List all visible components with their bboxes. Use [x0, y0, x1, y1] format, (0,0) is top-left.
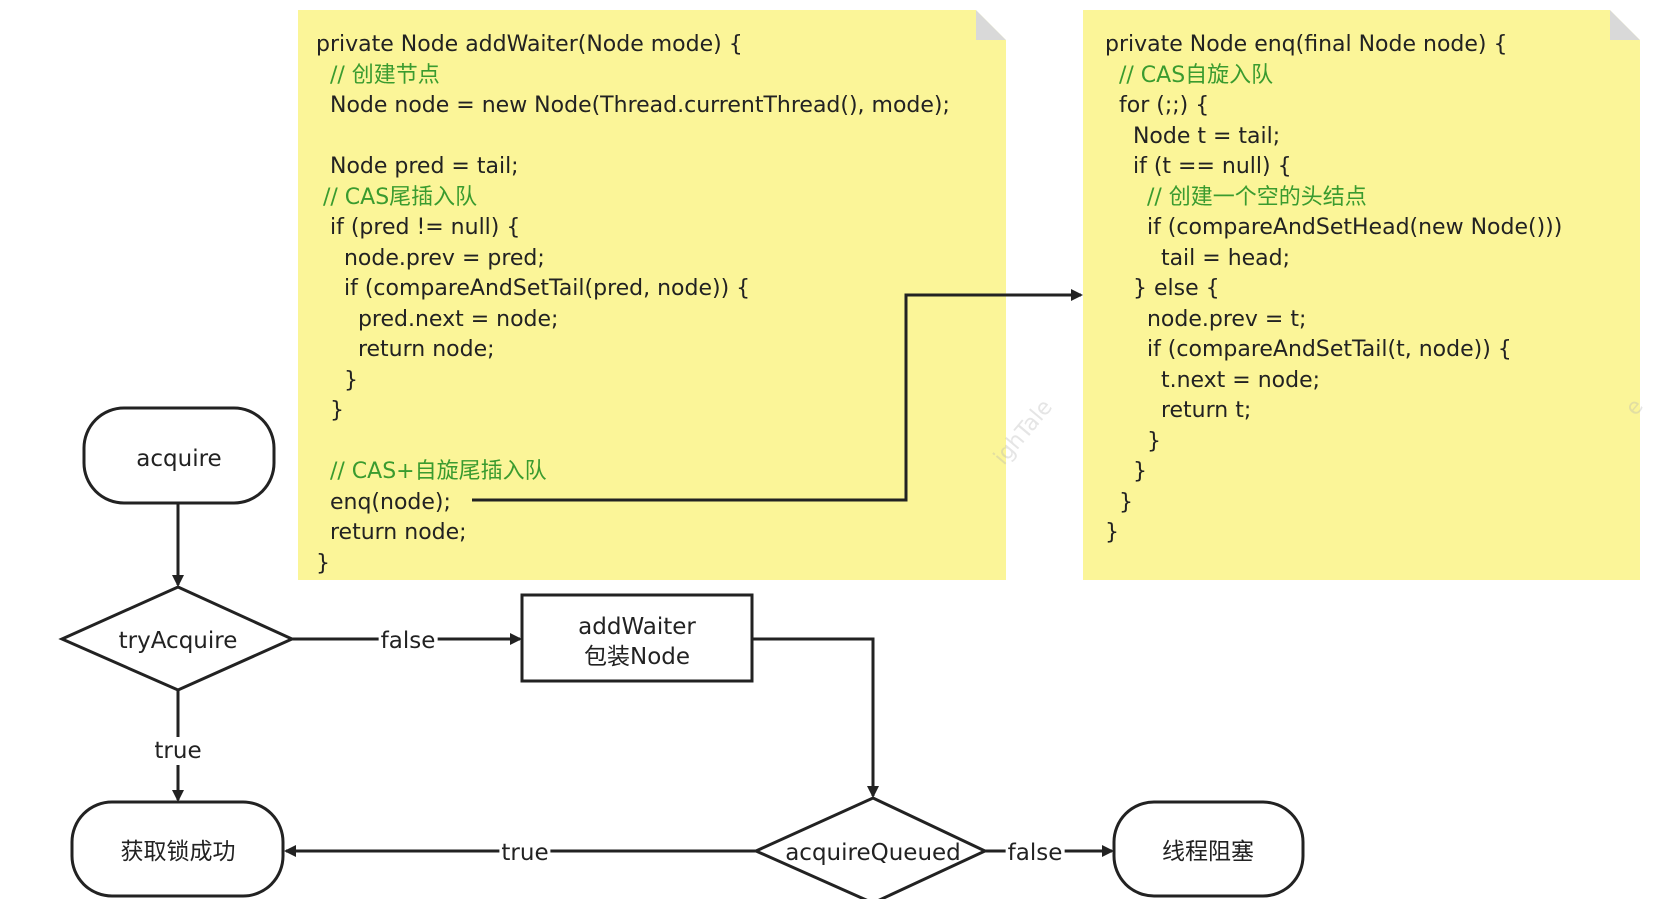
- code-line: if (compareAndSetHead(new Node())): [1105, 215, 1563, 240]
- note-fold-corner: [1610, 10, 1640, 40]
- code-line: node.prev = t;: [1105, 306, 1307, 332]
- note-fold-corner: [976, 10, 1006, 40]
- code-line: }: [316, 550, 330, 576]
- code-note-addwaiter: private Node addWaiter(Node mode) { // 创…: [298, 10, 1006, 580]
- addwaiter-label-line1: addWaiter: [578, 614, 696, 640]
- addwaiter-label-line2: 包装Node: [583, 644, 691, 670]
- edge-label-false-tryacquire: false: [378, 627, 438, 655]
- code-line: Node t = tail;: [1105, 123, 1281, 149]
- code-line: if (pred != null) {: [316, 215, 521, 240]
- code-line: private Node addWaiter(Node mode) {: [316, 32, 743, 57]
- edge-enq-call: [472, 289, 1083, 502]
- edge-addwaiter-acquirequeued: [752, 637, 879, 798]
- code-line: tail = head;: [1105, 245, 1291, 271]
- edge-label-true-tryacquire: true: [152, 737, 204, 765]
- tryacquire-label: tryAcquire: [118, 628, 238, 654]
- code-line: }: [316, 398, 344, 423]
- code-line: enq(node);: [316, 489, 451, 515]
- code-line: return t;: [1105, 398, 1252, 423]
- success-label: 获取锁成功: [120, 839, 236, 865]
- code-line: if (t == null) {: [1105, 154, 1292, 179]
- code-line: } else {: [1105, 276, 1220, 301]
- blocked-label: 线程阻塞: [1162, 839, 1254, 865]
- code-line: pred.next = node;: [316, 306, 559, 332]
- code-line: }: [1105, 459, 1147, 484]
- code-line: for (;;) {: [1105, 93, 1210, 118]
- code-line: node.prev = pred;: [316, 245, 545, 271]
- code-line: // 创建一个空的头结点: [1105, 184, 1367, 210]
- code-line: Node node = new Node(Thread.currentThrea…: [316, 93, 950, 118]
- code-line: Node pred = tail;: [316, 154, 519, 179]
- edge-label-false-acquirequeued: false: [1005, 839, 1065, 867]
- code-line: t.next = node;: [1105, 367, 1321, 393]
- addwaiter-label: addWaiter 包装Node: [578, 612, 696, 672]
- code-line: }: [1105, 489, 1133, 515]
- code-line: // CAS尾插入队: [316, 184, 478, 210]
- code-line: if (compareAndSetTail(pred, node)) {: [316, 276, 751, 301]
- code-line: private Node enq(final Node node) {: [1105, 32, 1508, 57]
- success-node: [70, 800, 285, 898]
- edge-label-true-acquirequeued: true: [499, 839, 551, 867]
- enq-code-block: private Node enq(final Node node) { // C…: [1105, 30, 1562, 549]
- code-line: if (compareAndSetTail(t, node)) {: [1105, 337, 1512, 362]
- blocked-node: [1112, 800, 1305, 898]
- code-line: return node;: [316, 520, 467, 545]
- code-line: }: [1105, 520, 1119, 545]
- addwaiter-code-block: private Node addWaiter(Node mode) { // 创…: [316, 30, 950, 579]
- code-line: // CAS+自旋尾插入队: [316, 459, 547, 484]
- code-line: }: [316, 367, 358, 393]
- code-line: return node;: [316, 337, 495, 362]
- code-line: // 创建节点: [316, 62, 440, 88]
- acquire-label: acquire: [136, 446, 222, 472]
- code-line: // CAS自旋入队: [1105, 62, 1274, 88]
- acquirequeued-label: acquireQueued: [785, 840, 961, 866]
- code-line: }: [1105, 428, 1161, 454]
- acquirequeued-node: [752, 796, 989, 899]
- code-note-enq: private Node enq(final Node node) { // C…: [1083, 10, 1640, 580]
